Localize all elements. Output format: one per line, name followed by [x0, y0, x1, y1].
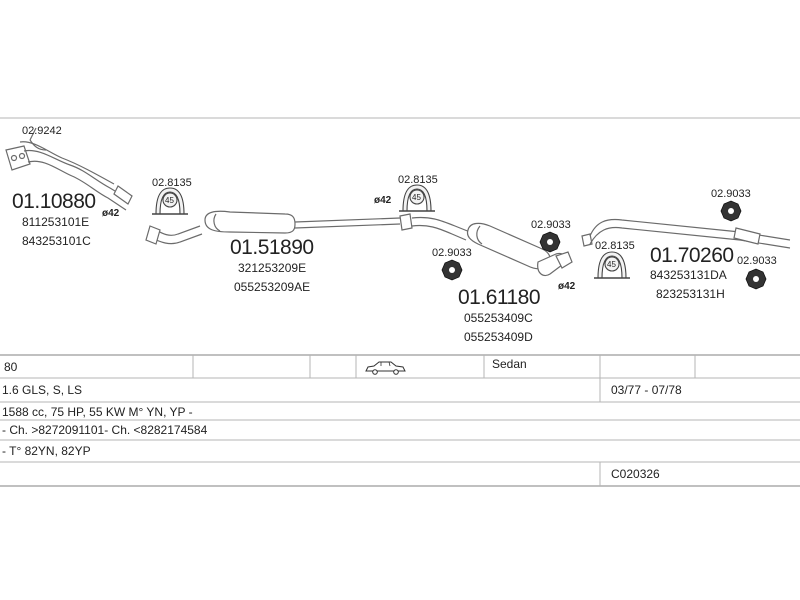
rubber-mount-icon: [720, 200, 742, 222]
catalog-code: C020326: [611, 467, 660, 481]
rubber-mount-icon: [745, 268, 767, 290]
model-code: 80: [4, 360, 18, 374]
clamp-icon: 45: [399, 184, 435, 212]
hanger-drawing: [29, 127, 47, 151]
part-number-front-pipe: 01.10880: [12, 190, 96, 213]
production-period: 03/77 - 07/78: [611, 383, 682, 397]
rubber-mount-icon: [441, 259, 463, 281]
part-number-clamp-1: 02.8135: [152, 177, 192, 189]
diameter-label-rear: ø42: [558, 281, 576, 292]
svg-text:45: 45: [607, 260, 616, 269]
vehicle-spec-table: [0, 354, 800, 487]
tail-pipe-drawing: [581, 218, 791, 249]
rear-silencer-drawing: [399, 213, 573, 277]
oem-number-mid-silencer-1: 321253209E: [238, 261, 306, 275]
part-number-clamp-3: 02.8135: [595, 240, 635, 252]
part-number-rear-silencer: 01.61180: [458, 286, 540, 309]
part-number-mid-silencer: 01.51890: [230, 236, 314, 259]
part-number-rubber-3: 02.9033: [711, 188, 751, 200]
svg-text:45: 45: [165, 196, 174, 205]
oem-number-tail-pipe-1: 843253131DA: [650, 268, 727, 282]
oem-number-mid-silencer-2: 055253209AE: [234, 280, 310, 294]
part-number-rubber-2: 02.9033: [531, 219, 571, 231]
part-number-hanger: 02.9242: [22, 125, 62, 137]
engine-variants: 1.6 GLS, S, LS: [2, 383, 82, 397]
part-number-clamp-2: 02.8135: [398, 174, 438, 186]
part-number-tail-pipe: 01.70260: [650, 244, 734, 267]
oem-number-front-pipe-2: 843253101C: [22, 234, 91, 248]
diameter-label-front: ø42: [102, 208, 120, 219]
oem-number-front-pipe-1: 811253101E: [22, 215, 89, 229]
mid-silencer-drawing: [145, 210, 401, 245]
engine-spec: 1588 cc, 75 HP, 55 KW M° YN, YP -: [2, 405, 193, 419]
part-number-rubber-4: 02.9033: [737, 255, 777, 267]
svg-text:45: 45: [412, 193, 421, 202]
clamp-icon: 45: [594, 251, 630, 279]
diameter-label-mid: ø42: [374, 195, 392, 206]
oem-number-rear-silencer-2: 055253409D: [464, 330, 533, 344]
rubber-mount-icon: [539, 231, 561, 253]
type-codes: - T° 82YN, 82YP: [2, 444, 91, 458]
part-number-rubber-1: 02.9033: [432, 247, 472, 259]
sedan-car-icon: [365, 361, 406, 375]
clamp-icon: 45: [152, 187, 188, 215]
body-type: Sedan: [492, 357, 527, 371]
oem-number-tail-pipe-2: 823253131H: [656, 287, 725, 301]
chassis-range: - Ch. >8272091101- Ch. <8282174584: [2, 423, 208, 437]
oem-number-rear-silencer-1: 055253409C: [464, 311, 533, 325]
